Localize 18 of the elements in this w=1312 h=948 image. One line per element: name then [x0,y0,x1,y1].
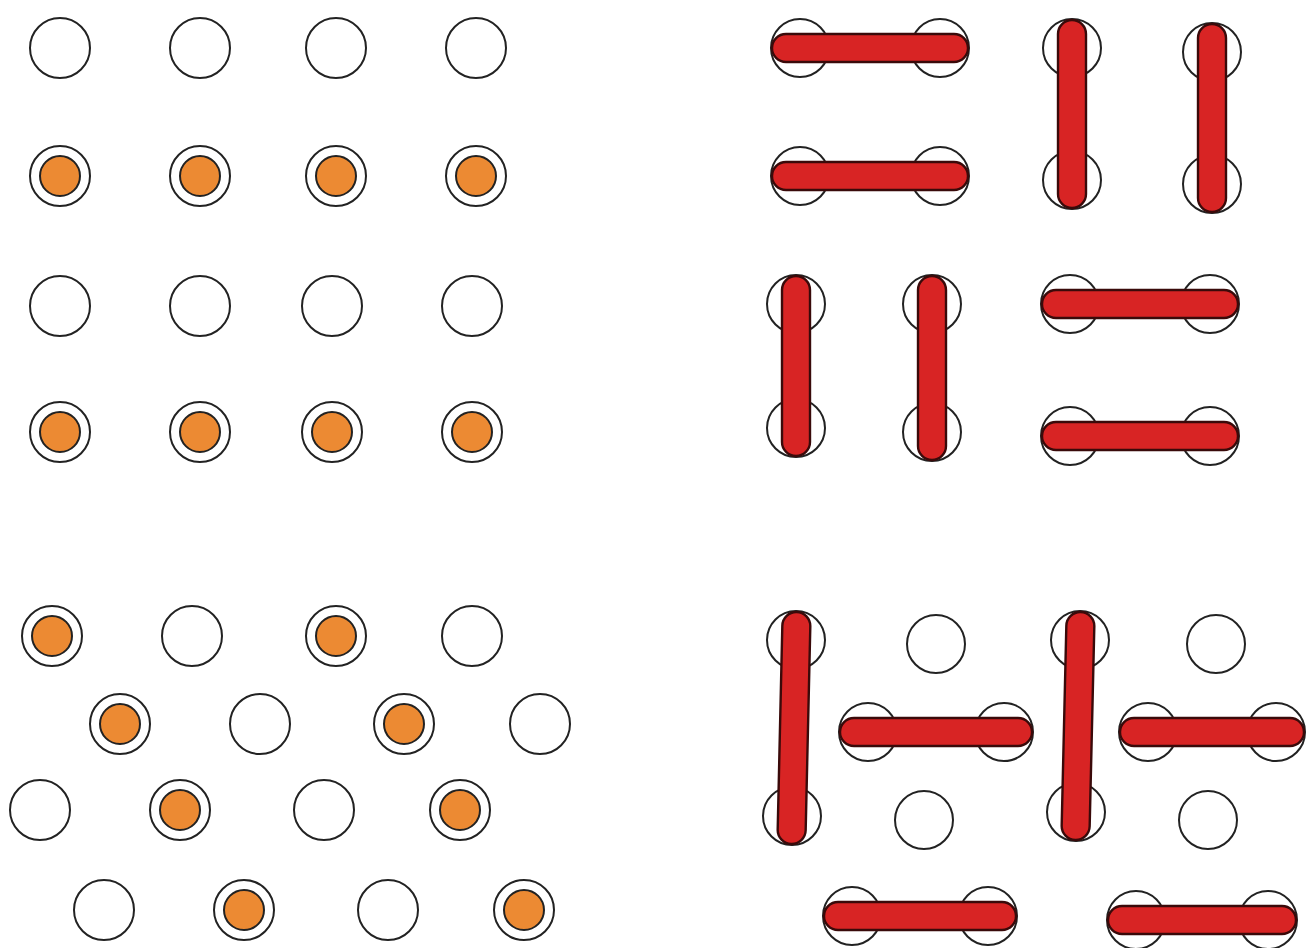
dimer-bar [1040,420,1240,452]
dimer-bar [1118,716,1306,748]
dimer-bar [1196,22,1228,214]
site-circle [1178,790,1238,850]
dimer-bar [916,274,948,462]
dimer-bar [1106,904,1298,936]
dimer-bar [776,610,812,846]
site-circle [906,614,966,674]
dimer-bar [1060,610,1096,842]
dimer-bar [770,160,970,192]
dimer-bar [822,900,1018,932]
site-circle [894,790,954,850]
dimer-bar [780,274,812,458]
dimer-bar [838,716,1034,748]
dimer-bar [1056,18,1088,210]
dimer-bar [1040,288,1240,320]
site-circle [1186,614,1246,674]
dimer-bar [770,32,970,64]
